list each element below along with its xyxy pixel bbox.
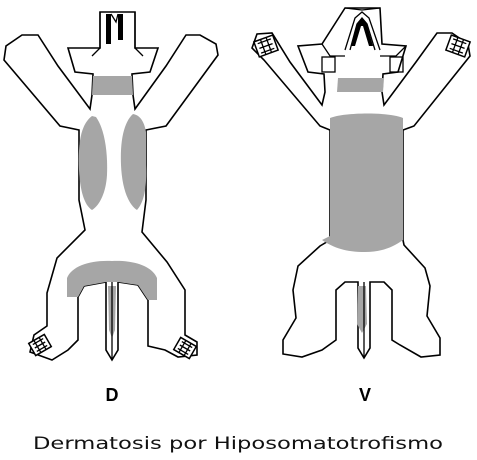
ventral-head-details	[321, 7, 407, 73]
dorsal-lesions	[67, 76, 157, 338]
figure-caption: Dermatosis por Hiposomatotrofismo	[33, 434, 443, 454]
ventral-view-label: V	[359, 385, 371, 405]
paw-icon	[27, 333, 53, 357]
paw-icon	[444, 34, 472, 58]
ventral-lesion-tail	[357, 286, 367, 333]
ventral-lesion-neck	[337, 78, 384, 92]
dorsal-body-outline	[3, 11, 219, 362]
dorsal-lesion-left-flank	[78, 116, 108, 210]
dorsal-lesion-neck	[92, 76, 133, 95]
dorsal-view: D	[3, 11, 219, 405]
ventral-lesion-trunk	[322, 113, 403, 252]
ventral-lesions	[322, 78, 403, 333]
dorsal-view-label: D	[106, 385, 119, 405]
paw-icon	[252, 34, 280, 58]
ventral-view: V	[251, 7, 472, 405]
paw-icon	[172, 336, 198, 360]
dorsal-lesion-rump	[67, 260, 157, 300]
dorsal-lesion-right-flank	[120, 114, 147, 210]
dorsal-head-details	[91, 12, 144, 57]
